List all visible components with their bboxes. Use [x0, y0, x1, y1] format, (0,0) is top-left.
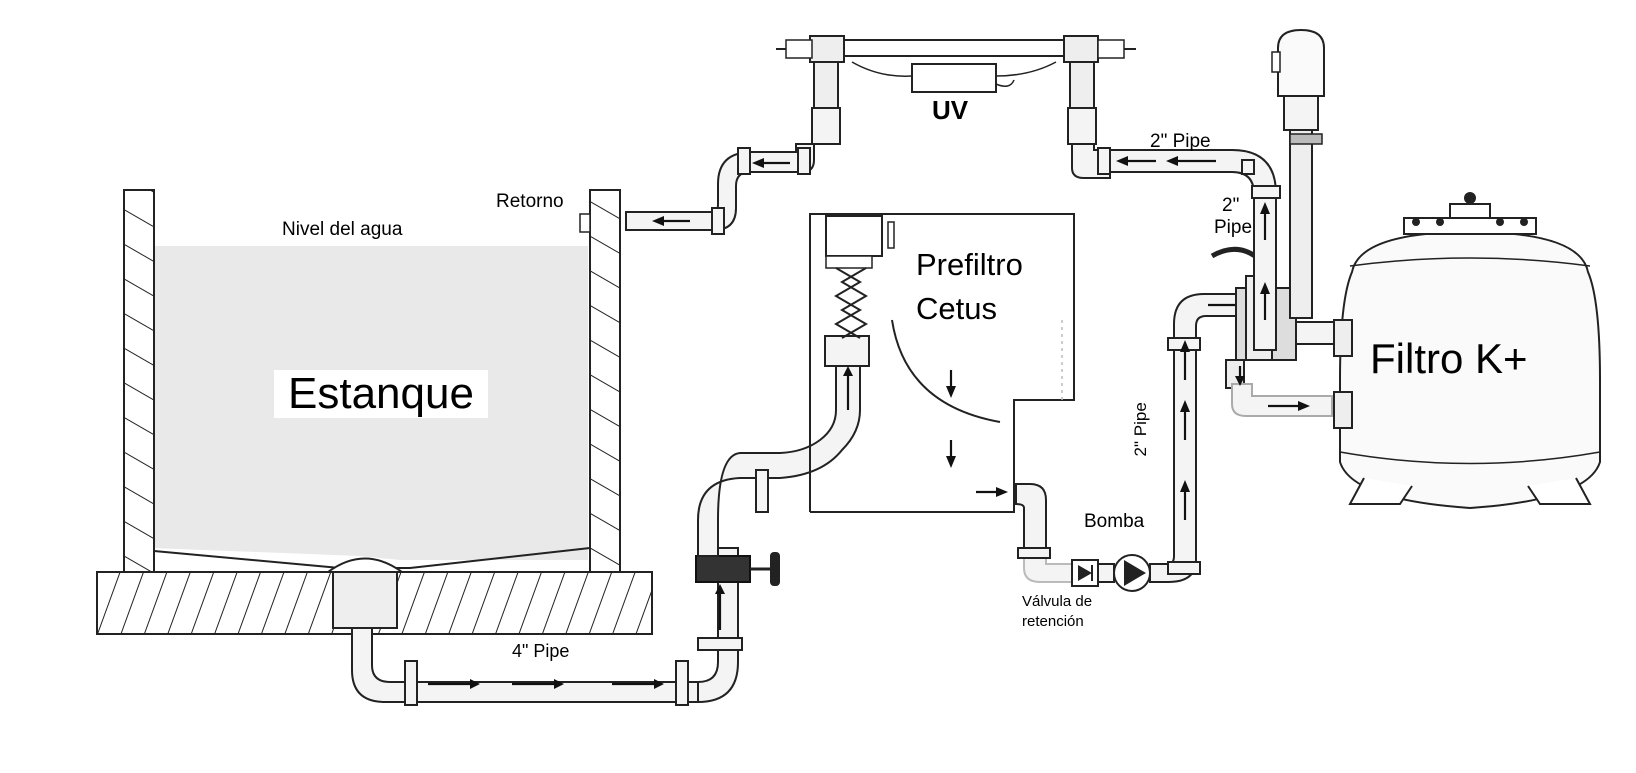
- prefilter-cetus: [809, 213, 1075, 513]
- pump-line: [1015, 293, 1261, 592]
- uv-ballast: [911, 63, 997, 93]
- filter-lid: [1403, 217, 1537, 235]
- pond-label: Estanque: [274, 369, 488, 419]
- pump-label: Bomba: [1084, 511, 1145, 532]
- filter-k-plus: [1333, 192, 1601, 510]
- retorno-label: Retorno: [496, 191, 564, 212]
- bottom-drain-dome: [324, 557, 406, 573]
- pipe-4-inch: [351, 547, 743, 706]
- prefilter-label-line2: Cetus: [916, 291, 997, 326]
- pond-right-wall: [589, 189, 621, 573]
- uv-return-riser: [1109, 149, 1281, 351]
- pipe-2-vertical-label-line2: Pipe: [1214, 217, 1253, 238]
- uv-to-filter-pipe: [1071, 143, 1111, 179]
- water-level-label: Nivel del agua: [282, 219, 403, 240]
- gate-valve: [695, 552, 780, 586]
- check-valve-label-line2: retención: [1022, 613, 1084, 630]
- bottom-drain-sump: [332, 571, 398, 629]
- prefilter-bellows: [834, 267, 862, 339]
- pond-left-wall: [123, 189, 155, 573]
- air-relief-valve: [1271, 28, 1325, 319]
- pipe-4-label: 4" Pipe: [512, 641, 570, 661]
- filter-label: Filtro K+: [1370, 335, 1528, 382]
- prefilter-hose-connector: [825, 215, 883, 257]
- pipe-2-vertical-label-line1: 2": [1222, 195, 1240, 216]
- prefilter-inlet-pipe: [697, 335, 870, 557]
- pipe-2-rotated-label: 2" Pipe: [1130, 402, 1150, 457]
- return-pipe: [625, 143, 815, 235]
- uv-label: UV: [932, 95, 969, 125]
- filter-stand: [1348, 477, 1413, 505]
- pipe-2-top-label: 2" Pipe: [1150, 131, 1211, 152]
- uv-sterilizer: [776, 35, 1136, 145]
- prefilter-label-line1: Prefiltro: [916, 247, 1023, 282]
- prefilter-screen: [891, 319, 1001, 423]
- return-nozzle: [579, 213, 591, 233]
- check-valve-label-line1: Válvula de: [1022, 593, 1093, 610]
- uv-tube: [839, 39, 1069, 57]
